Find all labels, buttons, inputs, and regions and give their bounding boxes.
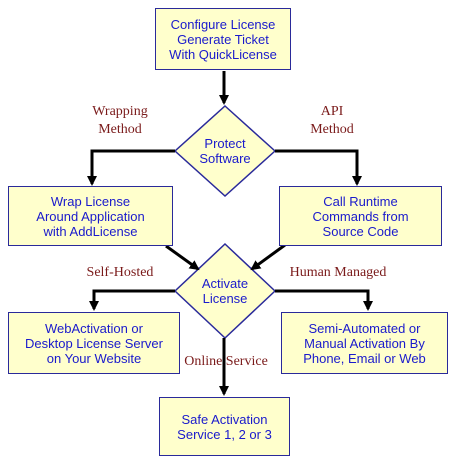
arrow-activate-to-semiauto [275,289,373,311]
wrap-license-box: Wrap License Around Application with Add… [8,186,173,246]
arrow-protect-to-wrap [87,149,175,186]
webactivation-box: WebActivation or Desktop License Server … [8,312,180,374]
arrow-wrap-to-activate [165,244,200,271]
arrow-protect-to-runtime [275,149,362,186]
human-managed-label: Human Managed [289,265,387,280]
online-service-label: Online Service [184,354,268,369]
semi-automated-box: Semi-Automated or Manual Activation By P… [281,312,448,374]
protect-software-text: Protect Software [199,136,251,166]
wrapping-method-label: Wrapping Method [92,104,148,137]
api-method-label: API Method [310,104,354,137]
arrow-activate-to-webactivation [89,289,175,311]
protect-diamond-shape [173,104,277,198]
arrow-runtime-to-activate [250,243,286,271]
call-runtime-box: Call Runtime Commands from Source Code [279,186,442,246]
activate-license-text: Activate License [201,276,249,306]
safe-activation-box: Safe Activation Service 1, 2 or 3 [159,397,290,456]
self-hosted-label: Self-Hosted [86,265,154,280]
configure-license-box: Configure License Generate Ticket With Q… [155,8,291,70]
